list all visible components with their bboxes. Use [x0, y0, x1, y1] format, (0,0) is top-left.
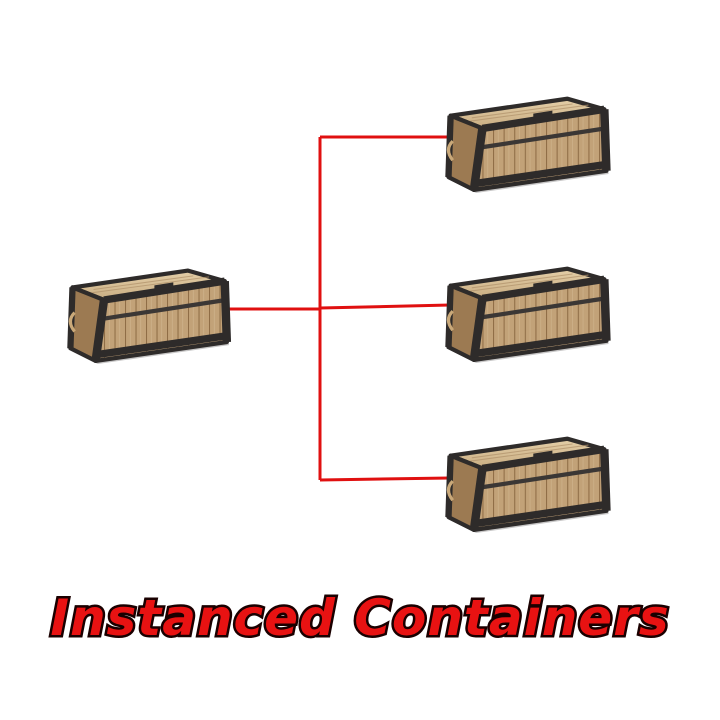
instance-crate-icon-1 [448, 99, 608, 193]
instance-crate-icon-2 [448, 269, 608, 363]
source-crate-icon [70, 271, 229, 364]
diagram-title: Instanced Containers [50, 589, 669, 647]
connector-branch-3 [319, 476, 451, 482]
instance-crate-icon-3 [448, 439, 608, 533]
connector-lines [224, 135, 451, 482]
connector-branch-2 [319, 303, 451, 310]
